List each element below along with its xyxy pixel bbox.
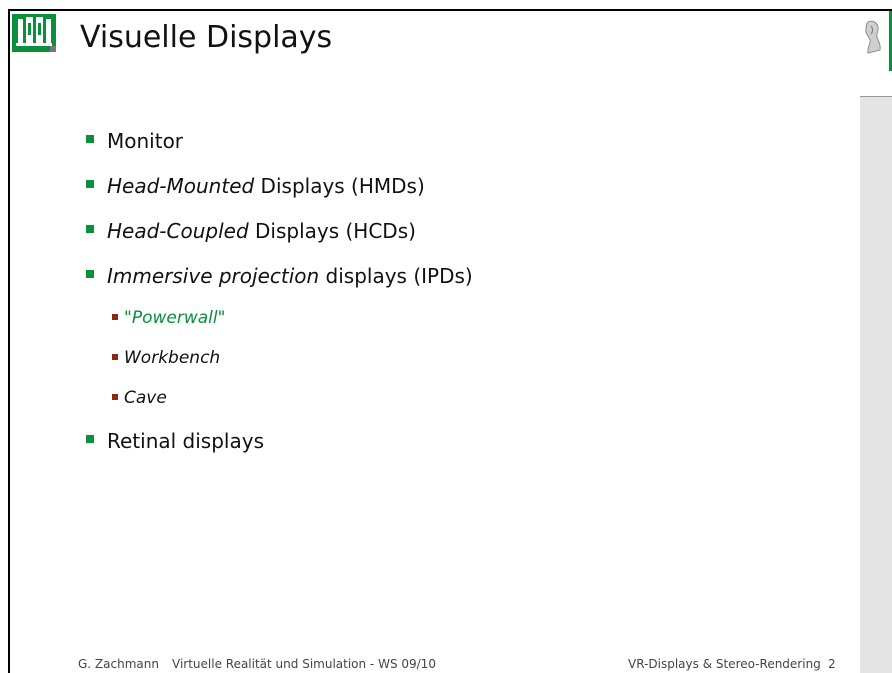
side-panel-accent xyxy=(889,11,892,71)
bullet-text: "Powerwall" xyxy=(124,308,225,328)
bullet-text: Head-Coupled Displays (HCDs) xyxy=(107,219,416,243)
bullet-marker-icon xyxy=(86,270,94,278)
sub-bullet-item: Cave xyxy=(86,378,846,418)
footer-author: G. Zachmann xyxy=(78,657,159,671)
bullet-marker-icon xyxy=(86,225,94,233)
university-crest-icon xyxy=(12,14,56,52)
footer-page-number: 2 xyxy=(828,657,836,671)
bullet-marker-icon xyxy=(86,135,94,143)
footer-topic: VR-Displays & Stereo-Rendering xyxy=(628,657,821,671)
bullet-text: Monitor xyxy=(107,129,183,153)
sub-bullet-item: "Powerwall" xyxy=(86,298,846,338)
side-panel xyxy=(860,11,892,673)
sub-bullet-item: Workbench xyxy=(86,338,846,378)
bullet-emphasis: Head-Coupled xyxy=(107,218,249,243)
slide-title: Visuelle Displays xyxy=(80,20,333,55)
bullet-plain: Monitor xyxy=(107,128,184,153)
bullet-plain: Displays (HCDs) xyxy=(248,218,416,243)
bullet-marker-icon xyxy=(86,435,94,443)
bullet-item: Head-Coupled Displays (HCDs) xyxy=(86,208,846,253)
bullet-plain: Retinal displays xyxy=(107,428,264,453)
footer-course: Virtuelle Realität und Simulation - WS 0… xyxy=(172,657,436,671)
bullet-plain: Displays (HMDs) xyxy=(254,173,425,198)
bullet-emphasis: Head-Mounted xyxy=(107,173,255,198)
bullet-marker-icon xyxy=(112,353,118,360)
bullet-emphasis: "Powerwall" xyxy=(124,308,226,328)
bullet-text: Workbench xyxy=(124,348,220,368)
bullet-marker-icon xyxy=(86,180,94,188)
bullet-emphasis: Cave xyxy=(124,388,167,408)
bullet-item: Retinal displays xyxy=(86,418,846,463)
bullet-item: Monitor xyxy=(86,118,846,163)
side-panel-separator xyxy=(860,96,892,97)
bullet-marker-icon xyxy=(112,313,118,320)
sculpture-icon xyxy=(865,20,881,54)
bullet-item: Immersive projection displays (IPDs) xyxy=(86,253,846,298)
bullet-text: Cave xyxy=(124,388,167,408)
bullet-emphasis: Workbench xyxy=(124,348,221,368)
bullet-marker-icon xyxy=(112,393,118,400)
bullet-emphasis: Immersive projection xyxy=(107,263,320,288)
bullet-text: Immersive projection displays (IPDs) xyxy=(107,264,473,288)
bullet-item: Head-Mounted Displays (HMDs) xyxy=(86,163,846,208)
slide-frame-left xyxy=(8,10,10,673)
bullet-text: Retinal displays xyxy=(107,429,264,453)
slide-frame-top xyxy=(8,9,892,11)
bullet-text: Head-Mounted Displays (HMDs) xyxy=(107,174,425,198)
bullet-plain: displays (IPDs) xyxy=(319,263,473,288)
